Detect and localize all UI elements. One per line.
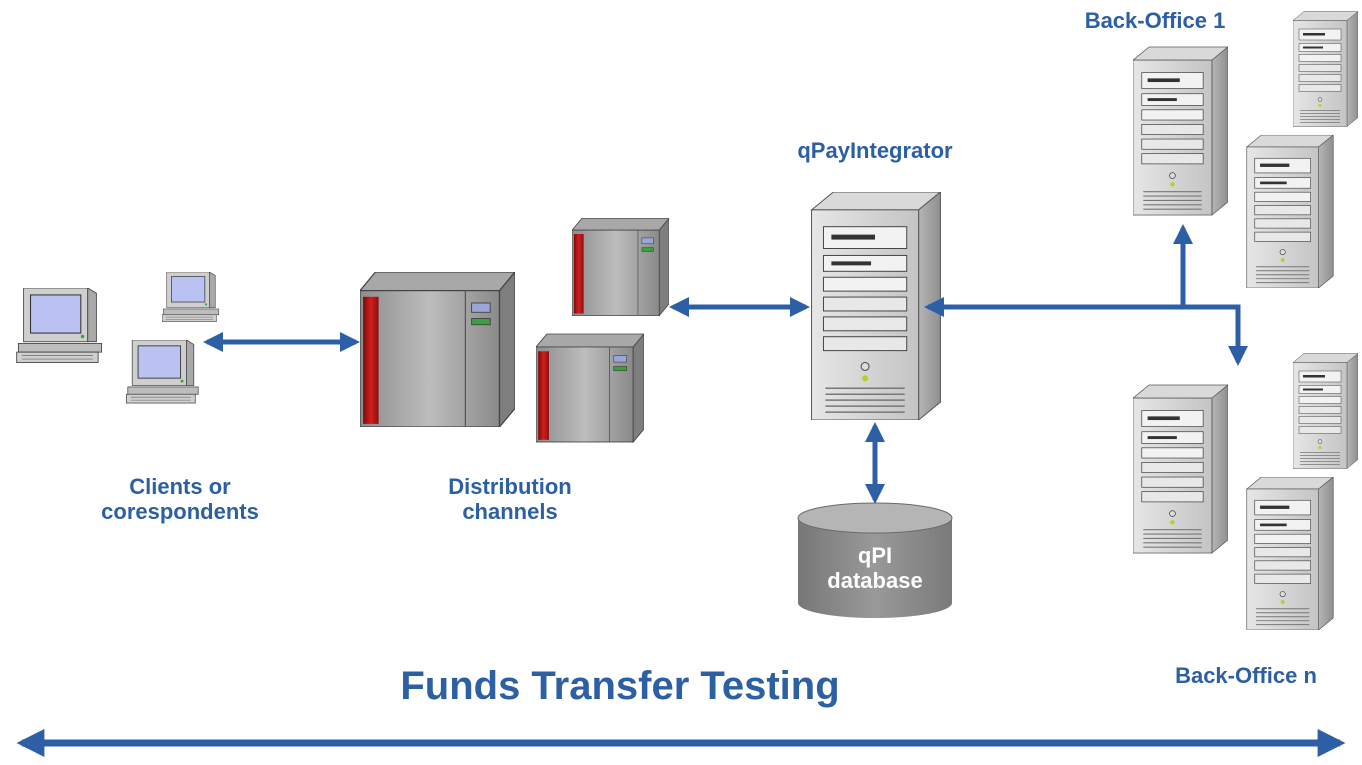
- client-computer-icon: [125, 340, 199, 404]
- database-cylinder-icon: [797, 502, 953, 618]
- backoffice-1-server-icon: [1246, 135, 1334, 288]
- backoffice-1-label: Back-Office 1: [1084, 8, 1226, 33]
- integrator-label: qPayIntegrator: [797, 138, 953, 163]
- distribution-mainframe-icon: [572, 218, 669, 316]
- database-label-line1: qPI: [857, 543, 893, 568]
- backoffice-n-label: Back-Office n: [1175, 663, 1317, 688]
- to-backoffice-n-arrow: [1228, 304, 1248, 366]
- backoffice-1-server-icon: [1133, 46, 1228, 216]
- connection-arrows: [16, 224, 1346, 757]
- distribution-label: Distribution channels: [400, 474, 620, 525]
- integrator-server-icon: [810, 192, 942, 420]
- backoffice-n-server-icon: [1246, 477, 1334, 630]
- backoffice-n-server-icon: [1133, 384, 1228, 554]
- clients-label-line2: corespondents: [101, 499, 259, 525]
- distribution-label-line1: Distribution: [448, 474, 572, 499]
- database-label: qPI database: [800, 543, 950, 594]
- distribution-mainframe-icon: [536, 333, 644, 443]
- client-computer-icon: [16, 288, 103, 364]
- backoffice-n-server-icon: [1293, 353, 1358, 469]
- clients-label-line1: Clients or: [129, 474, 231, 499]
- backoffice-1-server-icon: [1293, 11, 1358, 127]
- distribution-mainframe-icon: [360, 272, 515, 427]
- distribution-label-line2: channels: [462, 499, 558, 525]
- page-title: Funds Transfer Testing: [400, 664, 840, 708]
- clients-label: Clients or corespondents: [60, 474, 300, 525]
- database-label-line2: database: [827, 568, 923, 594]
- client-computer-icon: [162, 272, 220, 323]
